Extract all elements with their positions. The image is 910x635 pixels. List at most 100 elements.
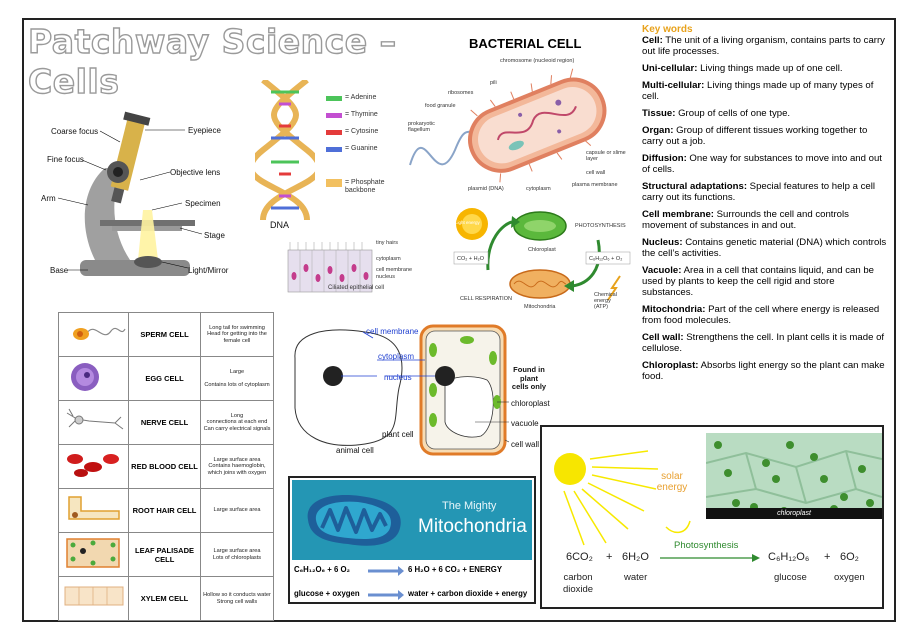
legend-row-cytosine: = Cytosine bbox=[326, 128, 379, 135]
root-hair-cell-image bbox=[58, 488, 129, 533]
definition: Surrounds the cell and controls movement… bbox=[642, 209, 849, 231]
label-cell-wall: cell wall bbox=[586, 170, 606, 176]
term: Uni-cellular: bbox=[642, 63, 698, 74]
sun-icon bbox=[554, 450, 691, 546]
label-found-in-plant: Found in plant cells only bbox=[511, 365, 547, 391]
label-fine-focus: Fine focus bbox=[47, 155, 84, 164]
equation-words-right: water + carbon dioxide + energy bbox=[408, 589, 528, 598]
label-plasma-membrane: plasma membrane bbox=[572, 182, 618, 188]
dna-caption: DNA bbox=[270, 220, 290, 230]
red-blood-cell-image bbox=[58, 444, 129, 489]
label-cytoplasm-cil: cytoplasm bbox=[376, 256, 401, 262]
label-cell-membrane: cell membrane bbox=[366, 327, 419, 336]
label-cell-membrane-cil: cell membrane bbox=[376, 267, 413, 273]
arrow-icon bbox=[368, 566, 404, 576]
xylem-cell-image bbox=[58, 576, 129, 621]
key-words-heading: Key words bbox=[642, 24, 693, 35]
label-coarse-focus: Coarse focus bbox=[51, 127, 99, 136]
title-line-2: Cells bbox=[27, 61, 120, 101]
key-word-chloroplast: Chloroplast: Absorbs light energy so the… bbox=[642, 360, 888, 382]
label-photosynthesis-cycle: PHOTOSYNTHESIS bbox=[575, 223, 626, 229]
legend-row-thymine: = Thymine bbox=[326, 111, 378, 118]
equation-symbols-left: C₆H₁₂O₆ + 6 O₂ bbox=[294, 565, 351, 574]
term: Chloroplast: bbox=[642, 360, 699, 371]
label-light-energy: Light energy bbox=[455, 220, 480, 225]
legend-row-phosphate: = Phosphate backbone bbox=[326, 179, 395, 195]
term: Vacuole: bbox=[642, 265, 682, 276]
solar-energy-label: solar energy bbox=[656, 471, 688, 493]
term: Mitochondria: bbox=[642, 304, 706, 315]
plus-sign-1: + bbox=[606, 551, 613, 563]
key-word-multicellular: Multi-cellular: Living things made up of… bbox=[642, 80, 888, 102]
photosynthesis-arrow-label: Photosynthesis bbox=[674, 540, 739, 551]
egg-cell-image bbox=[58, 356, 129, 401]
cell-description: Large surface area bbox=[200, 488, 274, 533]
label-glucose-o2: C₆H₁₂O₆ + O₂ bbox=[589, 256, 623, 262]
term: Organ: bbox=[642, 125, 674, 136]
cell-name: EGG CELL bbox=[128, 356, 201, 401]
legend-swatch bbox=[326, 112, 342, 118]
cell-description: Large surface area Contains haemoglobin,… bbox=[200, 444, 274, 489]
legend-swatch bbox=[326, 179, 342, 187]
specialised-cells-table: SPERM CELL Long tail for swimming Head f… bbox=[58, 312, 274, 621]
label-chloroplast: chloroplast bbox=[511, 399, 550, 408]
nerve-cell-image bbox=[58, 400, 129, 445]
rhs-o2: 6O₂ bbox=[840, 551, 859, 563]
mitochondria-panel: The Mighty Mitochondria C₆H₁₂O₆ + 6 O₂ 6… bbox=[288, 476, 536, 604]
arrow-icon bbox=[660, 554, 760, 562]
term: Structural adaptations: bbox=[642, 181, 748, 192]
table-row: SPERM CELL Long tail for swimming Head f… bbox=[58, 312, 274, 357]
mitochondria-title-1: The Mighty bbox=[442, 500, 497, 512]
legend-row-adenine: = Adenine bbox=[326, 94, 376, 101]
label-plasmid: plasmid (DNA) bbox=[468, 186, 504, 192]
legend-label-thymine: = Thymine bbox=[345, 111, 378, 118]
key-word-cell-membrane: Cell membrane: Surrounds the cell and co… bbox=[642, 209, 888, 231]
label-cell-wall: cell wall bbox=[511, 440, 540, 449]
mitochondrion-icon bbox=[307, 495, 401, 546]
key-word-tissue: Tissue: Group of cells of one type. bbox=[642, 108, 888, 119]
definition: Part of the cell where energy is release… bbox=[642, 304, 880, 326]
mitochondria-banner: The Mighty Mitochondria bbox=[292, 480, 532, 560]
definition: Group of cells of one type. bbox=[675, 108, 791, 119]
label-food-granule: food granule bbox=[425, 103, 456, 109]
key-word-unicellular: Uni-cellular: Living things made up of o… bbox=[642, 63, 888, 74]
page-title: Patchway Science – Cells bbox=[27, 21, 396, 102]
label-flagellum: prokaryotic flagellum bbox=[408, 121, 435, 133]
table-row: RED BLOOD CELL Large surface area Contai… bbox=[58, 444, 274, 489]
plus-sign-2: + bbox=[824, 551, 831, 563]
cell-name: ROOT HAIR CELL bbox=[128, 488, 201, 533]
legend-swatch bbox=[326, 95, 342, 101]
table-row: XYLEM CELL Hollow so it conducts water S… bbox=[58, 576, 274, 621]
leaf-palisade-cell-image bbox=[58, 532, 129, 577]
label-light-mirror: Light/Mirror bbox=[188, 266, 229, 275]
ciliated-cell-diagram bbox=[287, 242, 373, 293]
term: Diffusion: bbox=[642, 153, 687, 164]
term: Cell membrane: bbox=[642, 209, 714, 220]
word-glucose: glucose bbox=[774, 572, 807, 583]
label-cytoplasm: cytoplasm bbox=[378, 352, 415, 361]
cell-name: XYLEM CELL bbox=[128, 576, 201, 621]
chloroplast-cells-image bbox=[706, 433, 882, 519]
term: Multi-cellular: bbox=[642, 80, 705, 91]
chloroplast-photo: chloroplast bbox=[706, 433, 882, 519]
term: Tissue: bbox=[642, 108, 676, 119]
key-word-organ: Organ: Group of different tissues workin… bbox=[642, 125, 888, 147]
sperm-cell-image bbox=[58, 312, 129, 357]
bacterial-cell-title: BACTERIAL CELL bbox=[469, 36, 582, 51]
table-row: EGG CELL Large Contains lots of cytoplas… bbox=[58, 356, 274, 401]
definition: One way for substances to move into and … bbox=[642, 153, 882, 175]
word-water: water bbox=[624, 572, 648, 583]
definition: Area in a cell that contains liquid, and… bbox=[642, 265, 875, 298]
legend-swatch bbox=[326, 129, 342, 135]
key-word-vacuole: Vacuole: Area in a cell that contains li… bbox=[642, 265, 888, 298]
mitochondria-title-2: Mitochondria bbox=[418, 516, 527, 537]
definition: Strengthens the cell. In plant cells it … bbox=[642, 332, 885, 354]
energy-cycle-diagram bbox=[453, 208, 631, 301]
legend-label-cytosine: = Cytosine bbox=[345, 128, 379, 135]
key-word-cell-wall: Cell wall: Strengthens the cell. In plan… bbox=[642, 332, 888, 354]
definition: Living things made up of many types of c… bbox=[642, 80, 874, 102]
bacterial-cell-diagram bbox=[409, 68, 607, 183]
definition: Group of different tissues working toget… bbox=[642, 125, 868, 147]
label-nucleus: nucleus bbox=[384, 373, 412, 382]
table-row: ROOT HAIR CELL Large surface area bbox=[58, 488, 274, 533]
